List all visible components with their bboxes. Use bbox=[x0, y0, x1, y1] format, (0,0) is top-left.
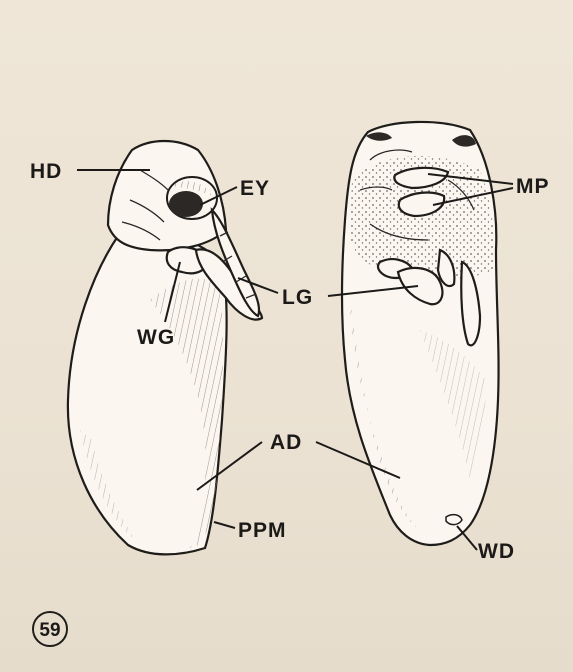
right-pupa-specimen bbox=[342, 122, 499, 545]
label-hd: HD bbox=[30, 160, 62, 183]
right-tail-mark bbox=[446, 515, 462, 525]
label-wg: WG bbox=[137, 326, 175, 349]
label-ppm: PPM bbox=[238, 519, 287, 542]
leader-ppm bbox=[214, 522, 235, 528]
label-ey: EY bbox=[240, 177, 270, 200]
label-wd: WD bbox=[478, 540, 515, 563]
figure-number-badge: 59 bbox=[33, 612, 67, 646]
label-lg: LG bbox=[282, 286, 313, 309]
label-ad: AD bbox=[270, 431, 302, 454]
label-mp: MP bbox=[516, 175, 550, 198]
figure-number: 59 bbox=[39, 620, 60, 641]
left-eye-pupil bbox=[169, 191, 203, 217]
